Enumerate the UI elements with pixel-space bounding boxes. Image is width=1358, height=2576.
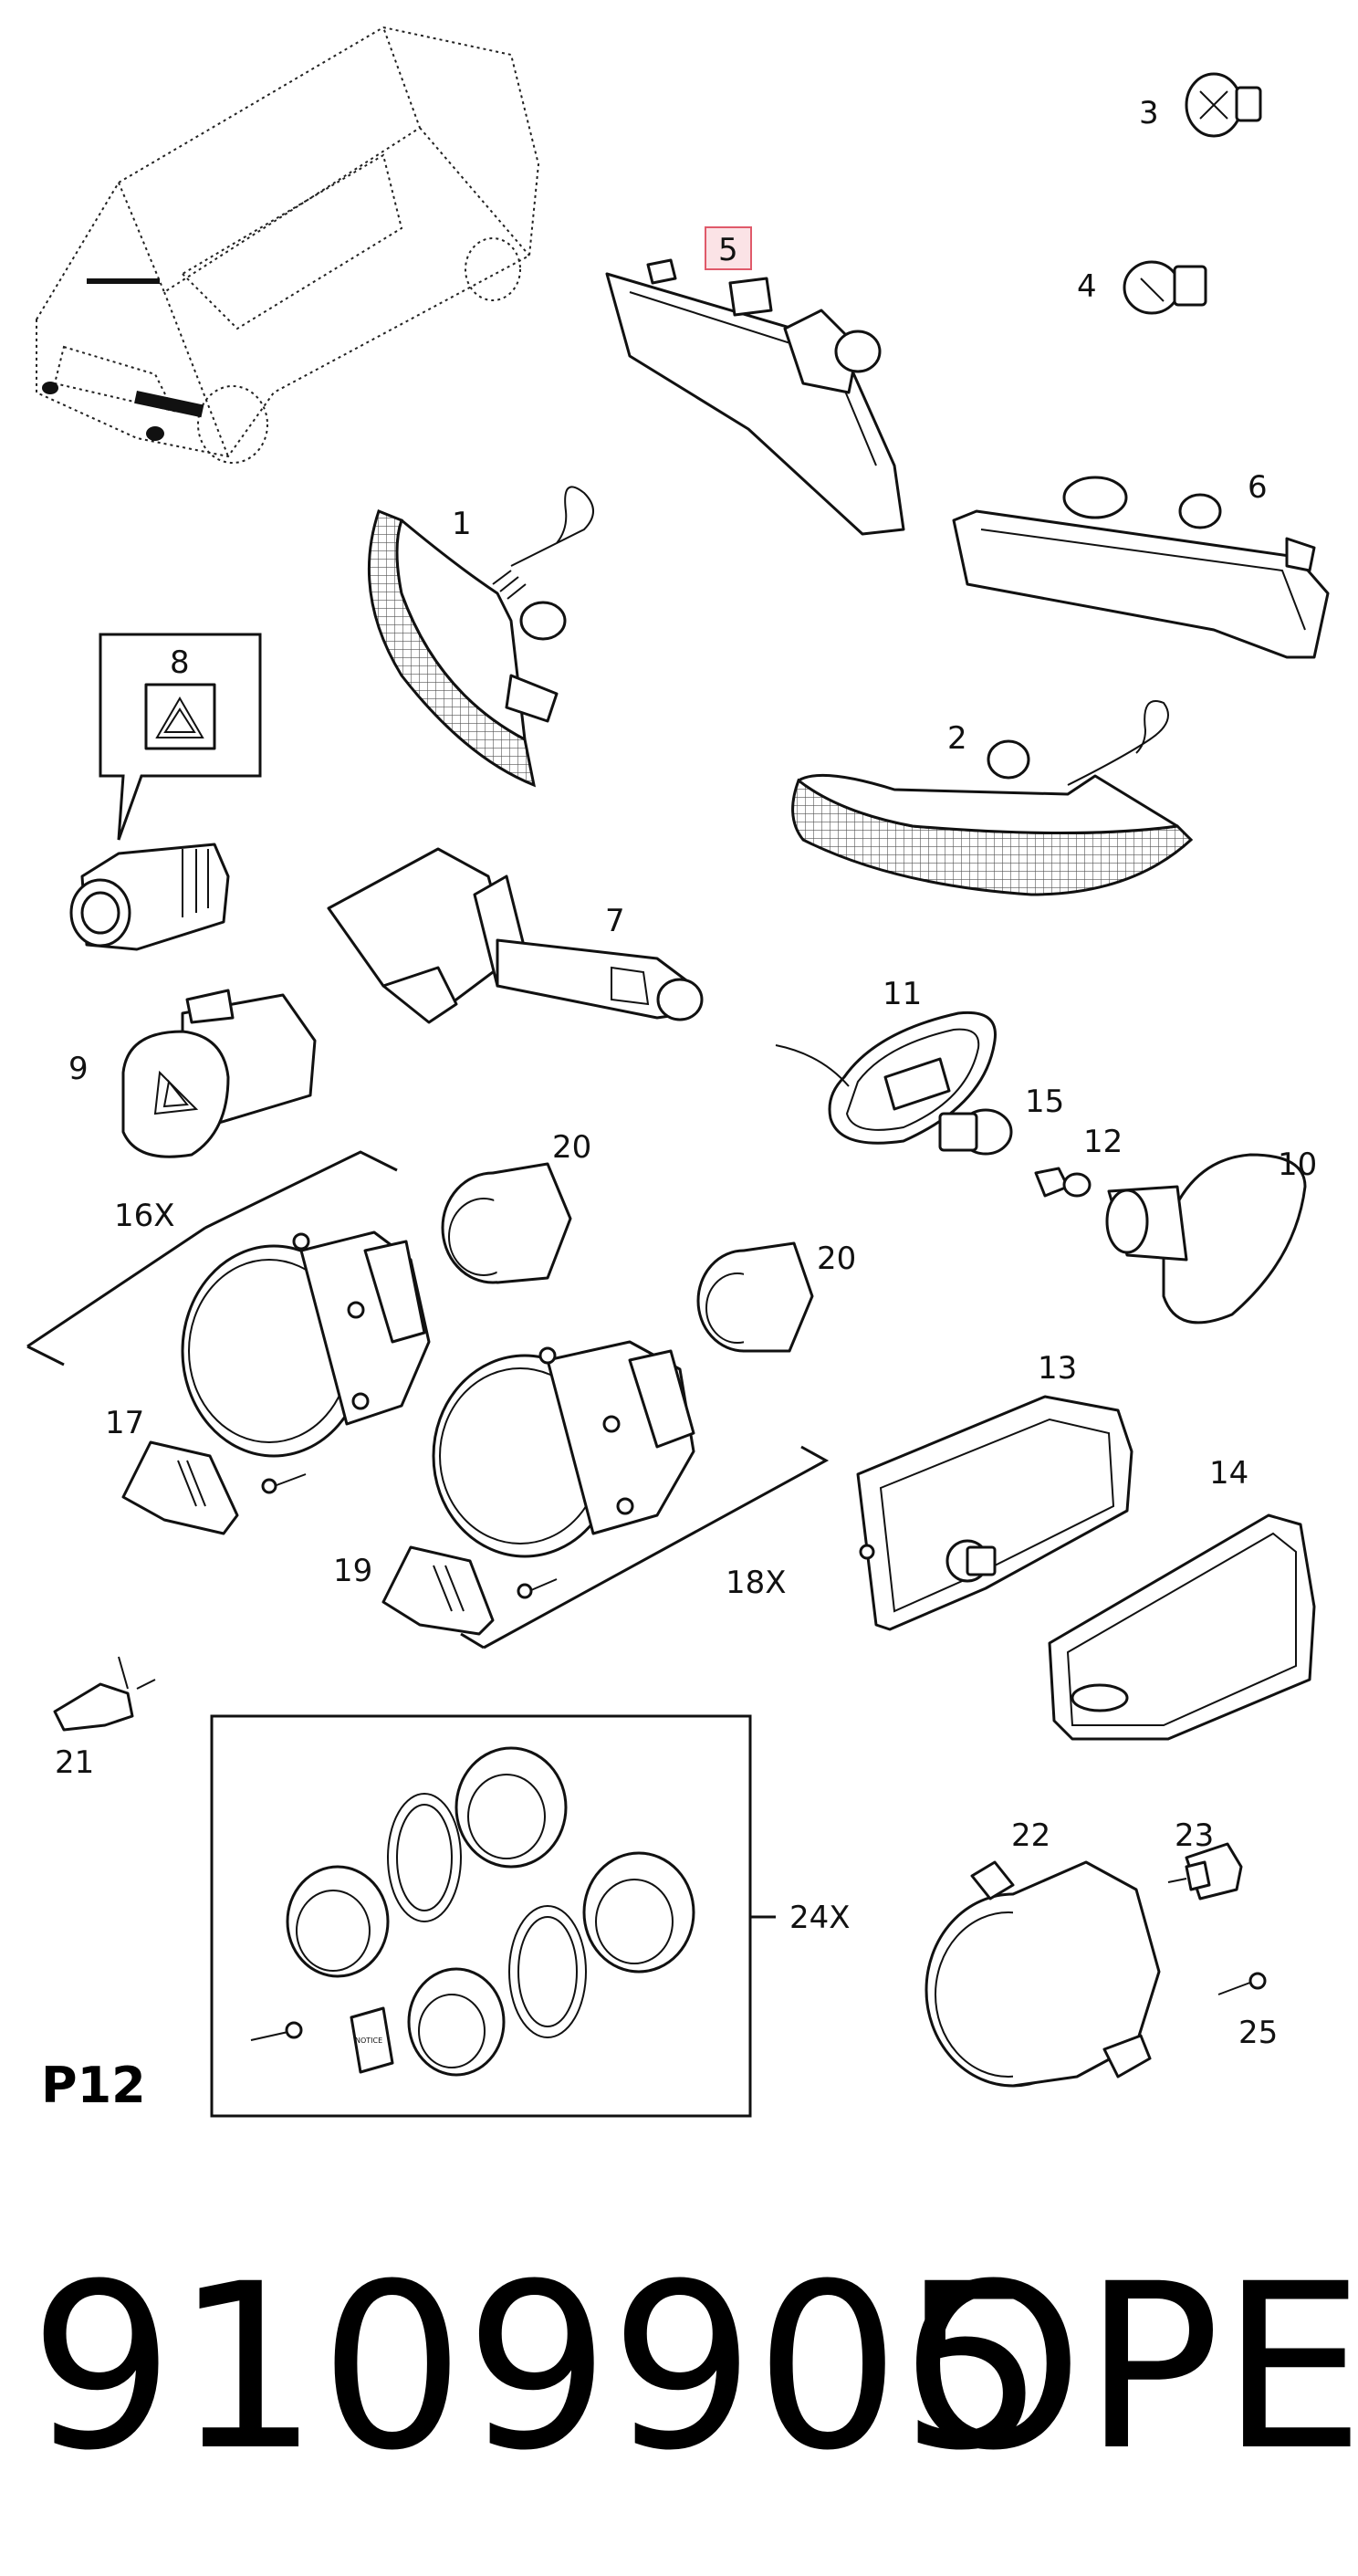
label-14: 14 <box>1209 1455 1248 1492</box>
label-9: 9 <box>68 1051 89 1087</box>
label-20b: 20 <box>817 1241 856 1277</box>
bulb-4 <box>1123 260 1207 315</box>
highlight-box-5 <box>705 226 752 270</box>
label-7: 7 <box>605 903 625 939</box>
bulb-holder-15 <box>938 1108 1013 1156</box>
hazard-switch-callout <box>99 633 262 841</box>
label-17: 17 <box>105 1405 144 1441</box>
lens-14 <box>1048 1513 1316 1741</box>
bracket-18 <box>460 1445 830 1649</box>
page-code: P12 <box>41 2057 146 2114</box>
bracket-16 <box>26 1150 398 1367</box>
label-10: 10 <box>1278 1147 1317 1183</box>
side-repeater-2 <box>791 700 1194 896</box>
indicator-lamp-5 <box>605 258 905 536</box>
label-13: 13 <box>1038 1350 1077 1387</box>
indicator-lamp-6 <box>952 476 1330 659</box>
label-19: 19 <box>333 1553 372 1589</box>
lamp-housing-13 <box>856 1395 1133 1631</box>
fog-lamp-16 <box>181 1230 431 1458</box>
bracket-19 <box>381 1545 558 1636</box>
label-2: 2 <box>947 720 967 757</box>
label-5: 5 <box>718 232 738 268</box>
label-12: 12 <box>1083 1124 1123 1160</box>
fog-lamp-22 <box>924 1860 1161 2088</box>
stalk-switch-7 <box>327 847 704 1024</box>
kit-contents-24: NOTICE <box>250 1746 695 2077</box>
screw-25 <box>1217 1972 1267 1995</box>
bulb-23 <box>1167 1842 1243 1901</box>
label-18: 18X <box>726 1565 787 1601</box>
label-22: 22 <box>1011 1817 1050 1854</box>
label-25: 25 <box>1238 2015 1278 2051</box>
bulb-21 <box>53 1656 156 1732</box>
label-21: 21 <box>55 1744 94 1781</box>
adapter-ring-20b <box>696 1241 814 1353</box>
label-20a: 20 <box>552 1129 591 1166</box>
label-3: 3 <box>1139 95 1159 131</box>
label-4: 4 <box>1077 268 1097 305</box>
label-11: 11 <box>883 976 922 1012</box>
fog-lamp-18 <box>432 1340 695 1558</box>
bulb-12 <box>1034 1167 1092 1198</box>
label-15: 15 <box>1025 1084 1064 1120</box>
label-6: 6 <box>1248 469 1268 506</box>
label-1: 1 <box>452 506 472 542</box>
brand-name: OPEL <box>904 2235 1358 2500</box>
bracket-17 <box>121 1440 307 1535</box>
side-marker-10 <box>1105 1153 1307 1325</box>
label-23: 23 <box>1175 1817 1214 1854</box>
part-number: 9109905 <box>29 2235 1045 2500</box>
hazard-switch-9 <box>121 989 317 1158</box>
gasket-11 <box>775 1011 997 1145</box>
hazard-switch-8 <box>69 843 230 951</box>
label-24: 24X <box>789 1900 851 1936</box>
adapter-ring-20a <box>441 1162 572 1284</box>
side-repeater-1 <box>367 486 594 788</box>
label-8: 8 <box>170 644 190 681</box>
van-illustration <box>36 26 540 464</box>
label-16: 16X <box>114 1198 175 1234</box>
bulb-3 <box>1185 72 1262 138</box>
notice-label: NOTICE <box>355 2037 382 2045</box>
